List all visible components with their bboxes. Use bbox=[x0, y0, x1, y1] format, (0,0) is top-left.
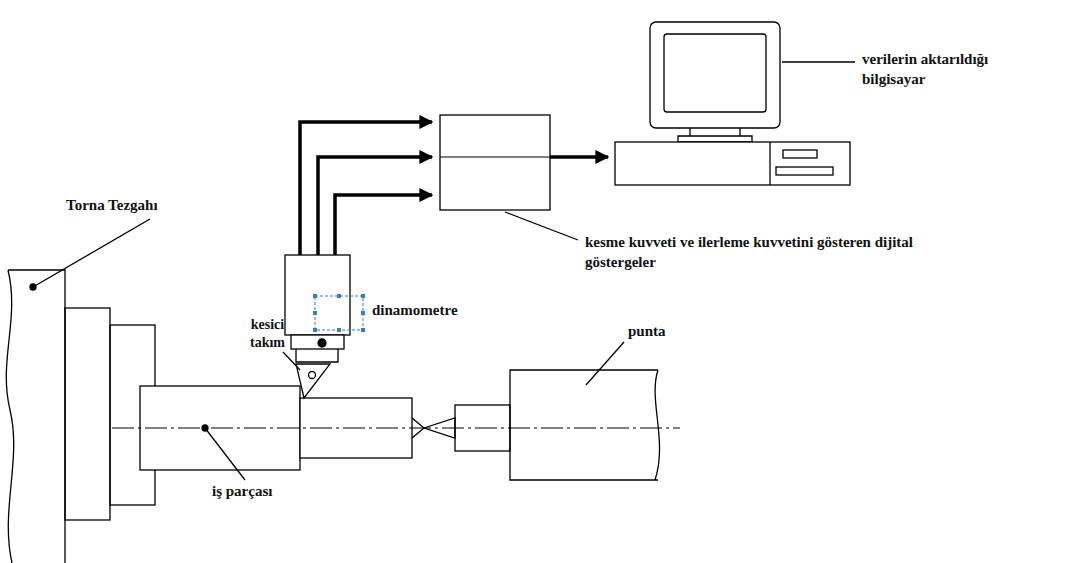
machine-label: Torna Tezgahı bbox=[66, 196, 158, 216]
workpiece-label: iş parçası bbox=[212, 482, 272, 502]
indicator-label: kesme kuvveti ve ilerleme kuvvetini göst… bbox=[585, 233, 975, 272]
monitor-screen bbox=[664, 34, 766, 112]
tool-holder bbox=[296, 349, 338, 362]
indicator-box bbox=[440, 115, 550, 210]
leader-line bbox=[505, 212, 578, 240]
dynamometer-body bbox=[285, 255, 350, 335]
signal-arrow bbox=[335, 195, 432, 255]
leader-line bbox=[33, 219, 150, 287]
selection-frame bbox=[315, 296, 363, 330]
center-line bbox=[112, 428, 680, 429]
computer-case bbox=[615, 142, 850, 185]
mount-dot bbox=[318, 339, 326, 347]
signal-arrow bbox=[318, 157, 432, 255]
cutting-insert bbox=[296, 364, 330, 398]
dynamometer-base bbox=[291, 335, 344, 349]
case-line bbox=[769, 142, 770, 185]
dynamometer-label: dinamometre bbox=[372, 301, 458, 321]
leader-dot bbox=[202, 425, 208, 431]
indicator-divider bbox=[440, 157, 550, 158]
drive-slot bbox=[776, 167, 833, 175]
leader-line bbox=[586, 342, 624, 385]
monitor bbox=[650, 22, 780, 128]
leader-line bbox=[205, 428, 245, 480]
tailstock-body bbox=[510, 370, 660, 480]
insert-screw bbox=[309, 372, 316, 379]
computer-label: verilerin aktarıldığı bilgisayar bbox=[862, 50, 1042, 89]
monitor-stand bbox=[678, 128, 752, 142]
chuck-step bbox=[65, 308, 110, 520]
tailstock-label: punta bbox=[628, 322, 666, 342]
tool-label: kesici takım bbox=[250, 316, 285, 352]
headstock bbox=[6, 270, 65, 563]
signal-arrow bbox=[300, 122, 432, 255]
leader-line bbox=[283, 352, 300, 370]
leader-dot bbox=[30, 284, 36, 290]
selection-handles bbox=[313, 294, 365, 332]
data-arrow bbox=[550, 155, 608, 159]
drive-slot bbox=[783, 150, 817, 158]
leader-line bbox=[782, 61, 855, 62]
